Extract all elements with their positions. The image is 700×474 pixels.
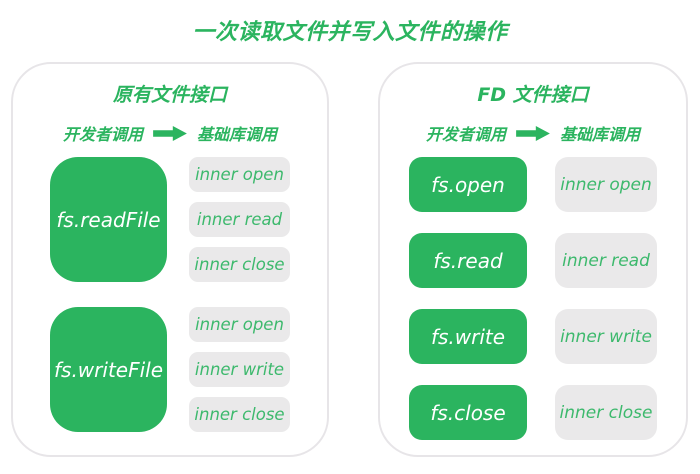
inner-call-box: inner write (555, 309, 657, 364)
inner-call-pill: inner open (189, 307, 290, 342)
api-box-fs-close: fs.close (409, 385, 527, 440)
panel-legacy-file-api: 原有文件接口 开发者调用 基础库调用 fs.readFile inner ope… (11, 62, 329, 457)
inner-call-pill: inner close (189, 397, 290, 432)
panel-fd-title: FD 文件接口 (477, 84, 589, 106)
panel-fd-file-api: FD 文件接口 开发者调用 基础库调用 fs.open inner open f… (378, 62, 688, 457)
right-arrow-icon (516, 125, 550, 141)
inner-call-box: inner open (555, 157, 657, 212)
inner-call-list: inner open inner write inner close (189, 307, 290, 432)
api-box-fs-readfile: fs.readFile (50, 157, 167, 282)
panel-fd-content: fs.open inner open fs.read inner read fs… (380, 157, 686, 440)
inner-call-pill: inner write (189, 352, 290, 387)
flow-row-legacy: 开发者调用 基础库调用 (13, 122, 327, 144)
inner-call-list: inner open inner read inner close (189, 157, 290, 282)
api-group-writefile: fs.writeFile inner open inner write inne… (50, 307, 290, 432)
page-title: 一次读取文件并写入文件的操作 (192, 20, 508, 45)
api-pair-read: fs.read inner read (409, 233, 657, 288)
api-box-fs-writefile: fs.writeFile (50, 307, 167, 432)
right-arrow-icon (153, 125, 187, 141)
api-pair-close: fs.close inner close (409, 385, 657, 440)
api-pair-open: fs.open inner open (409, 157, 657, 212)
api-group-readfile: fs.readFile inner open inner read inner … (50, 157, 290, 282)
panel-legacy-title: 原有文件接口 (112, 84, 227, 106)
flow-row-fd: 开发者调用 基础库调用 (380, 122, 686, 144)
inner-call-box: inner close (555, 385, 657, 440)
panel-legacy-content: fs.readFile inner open inner read inner … (13, 157, 327, 432)
base-library-call-label: 基础库调用 (197, 125, 278, 144)
api-box-fs-open: fs.open (409, 157, 527, 212)
inner-call-pill: inner close (189, 247, 290, 282)
developer-call-label: 开发者调用 (425, 125, 506, 144)
inner-call-pill: inner open (189, 157, 290, 192)
inner-call-box: inner read (555, 233, 657, 288)
api-pair-write: fs.write inner write (409, 309, 657, 364)
api-box-fs-write: fs.write (409, 309, 527, 364)
inner-call-pill: inner read (189, 202, 290, 237)
base-library-call-label: 基础库调用 (560, 125, 641, 144)
developer-call-label: 开发者调用 (62, 125, 143, 144)
api-box-fs-read: fs.read (409, 233, 527, 288)
